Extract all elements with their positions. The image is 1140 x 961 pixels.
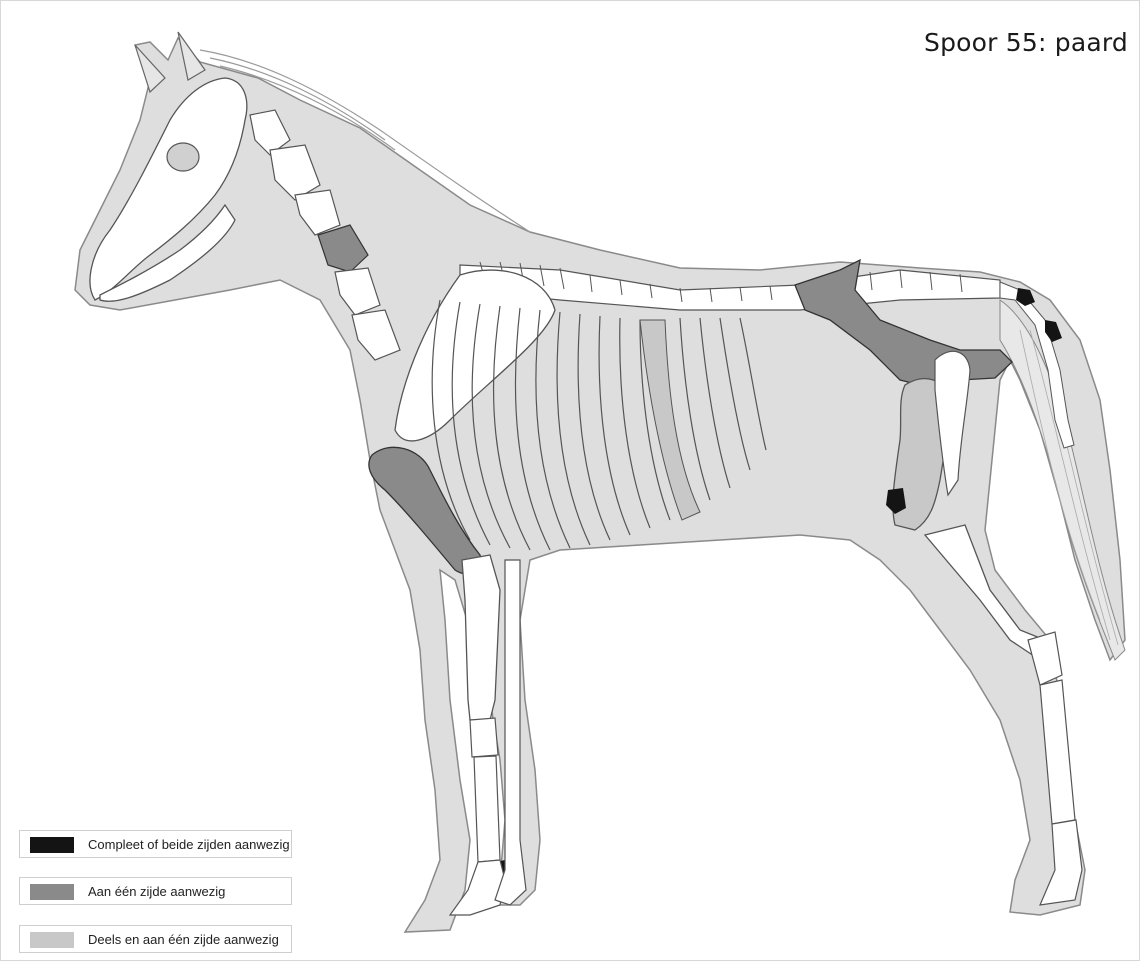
legend-swatch-partial	[30, 932, 74, 948]
metacarpus-bone	[474, 756, 500, 862]
legend-label-partial: Deels en aan één zijde aanwezig	[88, 932, 279, 947]
legend-item-complete: Compleet of beide zijden aanwezig	[19, 830, 292, 858]
horse-body-silhouette	[75, 38, 1125, 932]
legend-label-one-side: Aan één zijde aanwezig	[88, 884, 225, 899]
legend-item-partial: Deels en aan één zijde aanwezig	[19, 925, 292, 953]
legend-swatch-one-side	[30, 884, 74, 900]
legend-swatch-complete	[30, 837, 74, 853]
eye-orbit	[167, 143, 199, 171]
radius-ulna-bone	[462, 555, 500, 720]
legend-label-complete: Compleet of beide zijden aanwezig	[88, 837, 290, 852]
carpus-bone	[470, 718, 498, 757]
legend-item-one-side: Aan één zijde aanwezig	[19, 877, 292, 905]
